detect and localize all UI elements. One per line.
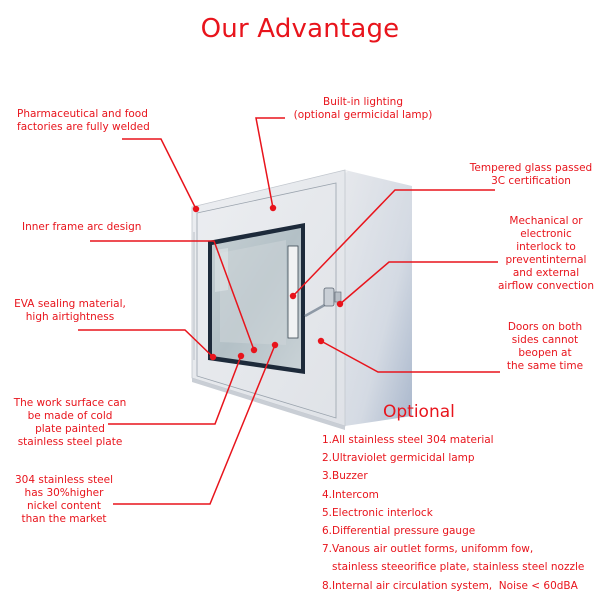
callout-interlock: Mechanical or electronic interlock to pr… bbox=[497, 215, 595, 292]
callout-dot bbox=[250, 346, 258, 354]
interlock-latch bbox=[323, 287, 335, 307]
light-strip bbox=[287, 245, 299, 339]
door-outline bbox=[196, 182, 337, 419]
optional-item: 4.Intercom bbox=[322, 488, 379, 501]
callout-dot bbox=[237, 352, 245, 360]
optional-item: 8.Internal air circulation system, Noise… bbox=[322, 579, 578, 592]
optional-item: 6.Differential pressure gauge bbox=[322, 525, 476, 538]
callout-eva: EVA sealing material, high airtightness bbox=[14, 298, 126, 323]
optional-item: 5.Electronic interlock bbox=[322, 506, 433, 519]
optional-item: 2.Ultraviolet germicidal lamp bbox=[322, 452, 475, 465]
optional-item: 7.Vanous air outlet forms, unifomm fow, bbox=[322, 543, 534, 556]
page-title: Our Advantage bbox=[200, 14, 400, 44]
optional-item: stainless steeorifice plate, stainless s… bbox=[322, 561, 585, 574]
callout-dot bbox=[269, 204, 277, 212]
callout-lighting: Built-in lighting (optional germicidal l… bbox=[293, 96, 433, 121]
callout-dot bbox=[209, 353, 217, 361]
cabinet-side-panel bbox=[345, 170, 412, 426]
callout-dot bbox=[336, 300, 344, 308]
callout-welded: Pharmaceutical and food factories are fu… bbox=[17, 108, 150, 133]
optional-heading: Optional bbox=[383, 402, 455, 422]
callout-dot bbox=[317, 337, 325, 345]
callout-dot bbox=[192, 205, 200, 213]
callout-dot bbox=[271, 341, 279, 349]
optional-item: 3.Buzzer bbox=[322, 470, 368, 483]
callout-work-surface: The work surface can be made of cold pla… bbox=[13, 397, 127, 448]
callout-dot bbox=[289, 292, 297, 300]
callout-doors: Doors on both sides cannot beopen at the… bbox=[506, 321, 584, 372]
callout-nickel: 304 stainless steel has 30%higher nickel… bbox=[14, 474, 114, 525]
optional-list: 1.All stainless steel 304 material 2.Ult… bbox=[322, 431, 584, 595]
callout-arc: Inner frame arc design bbox=[22, 221, 142, 233]
callout-glass: Tempered glass passed 3C certification bbox=[469, 162, 593, 187]
optional-item: 1.All stainless steel 304 material bbox=[322, 434, 494, 446]
